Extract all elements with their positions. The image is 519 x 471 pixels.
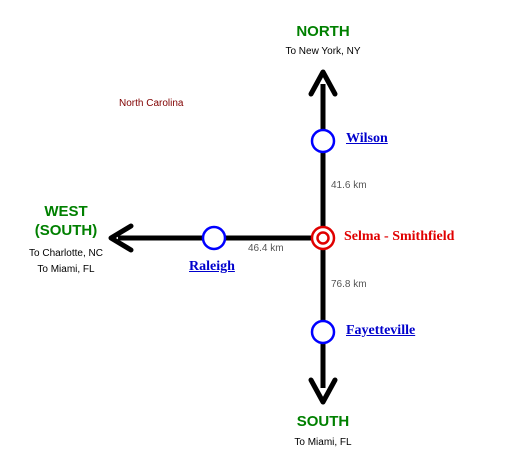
south-destination: To Miami, FL [294,437,352,448]
west-direction-sublabel: (SOUTH) [34,222,98,239]
current-station-marker-inner [316,231,330,245]
raleigh-station-link[interactable]: Raleigh [189,259,235,274]
current-station-name: Selma - Smithfield [344,229,455,244]
south-arrow-icon [308,377,338,405]
distance-to-raleigh: 46.4 km [248,243,284,254]
distance-to-wilson: 41.6 km [331,180,367,191]
west-direction-label: WEST [44,203,88,220]
distance-to-fayetteville: 76.8 km [331,279,367,290]
west-destination-miami: To Miami, FL [37,264,95,275]
north-arrow-icon [308,69,338,97]
north-destination: To New York, NY [285,46,361,57]
south-direction-label: SOUTH [296,413,350,430]
fayetteville-station-marker[interactable] [310,319,336,345]
raleigh-station-marker[interactable] [201,225,227,251]
fayetteville-station-link[interactable]: Fayetteville [346,323,416,338]
wilson-station-link[interactable]: Wilson [346,131,388,146]
west-arrow-icon [108,223,134,253]
west-destination-charlotte: To Charlotte, NC [29,248,103,259]
region-label: North Carolina [119,98,184,109]
wilson-station-marker[interactable] [310,128,336,154]
north-direction-label: NORTH [296,23,350,40]
